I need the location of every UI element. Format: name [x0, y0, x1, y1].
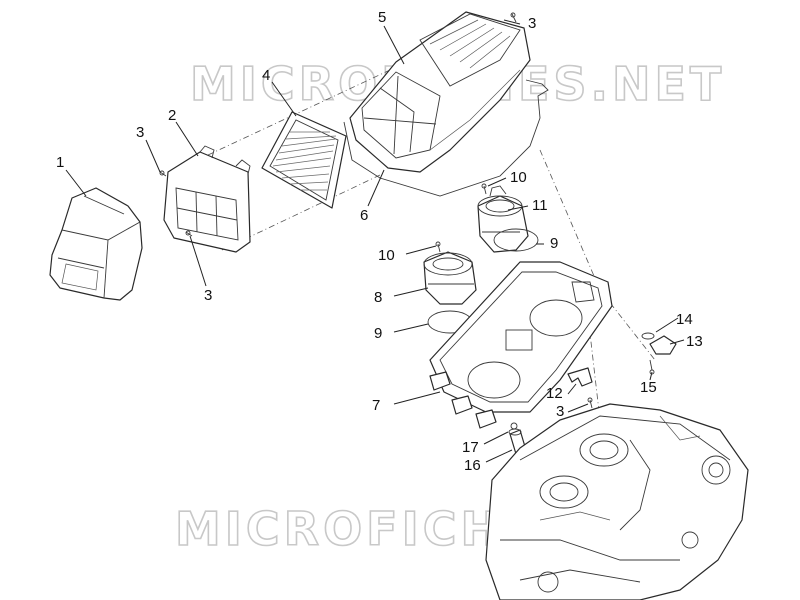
callout-1: 1	[56, 154, 64, 171]
callout-7: 7	[372, 397, 380, 414]
part-7-air-box-base	[429, 261, 613, 429]
callout-15: 15	[640, 379, 657, 396]
part-9-o-ring-upper	[493, 228, 539, 252]
callout-3-left: 3	[136, 124, 144, 141]
callout-11: 11	[532, 197, 548, 214]
engine-cylinder-head	[485, 403, 749, 600]
callout-10-upper: 10	[510, 169, 527, 186]
callout-labels: 1 2 3 3 3 3 4 5 6 7 8 9 9 10 10 11 12 13…	[56, 9, 703, 474]
callout-4: 4	[262, 67, 270, 84]
part-4-filter-element	[261, 111, 347, 209]
callout-6: 6	[360, 207, 368, 224]
callout-3-lower: 3	[204, 287, 212, 304]
part-12-bracket	[567, 367, 593, 387]
callout-12: 12	[546, 385, 563, 402]
callout-8: 8	[374, 289, 382, 306]
screws	[159, 12, 593, 409]
part-1-air-box-cover	[49, 187, 143, 301]
callout-9-lower: 9	[374, 325, 382, 342]
part-6-seal	[343, 79, 549, 197]
leader-lines	[65, 19, 685, 463]
part-13-sensor	[641, 332, 677, 375]
callout-14: 14	[676, 311, 693, 328]
callout-9-upper: 9	[550, 235, 558, 252]
part-5-air-box-top	[349, 11, 531, 173]
callout-16: 16	[464, 457, 481, 474]
part-8-intake-rubber	[423, 251, 477, 305]
callout-17: 17	[462, 439, 479, 456]
callout-3-bottom: 3	[556, 403, 564, 420]
callout-10-lower: 10	[378, 247, 395, 264]
part-2-filter-housing	[163, 145, 251, 253]
part-17-clamp	[510, 422, 518, 430]
part-11-intake-rubber	[477, 185, 529, 253]
callout-2: 2	[168, 107, 176, 124]
callout-5: 5	[378, 9, 386, 26]
callout-3-top: 3	[528, 15, 536, 32]
callout-13: 13	[686, 333, 703, 350]
